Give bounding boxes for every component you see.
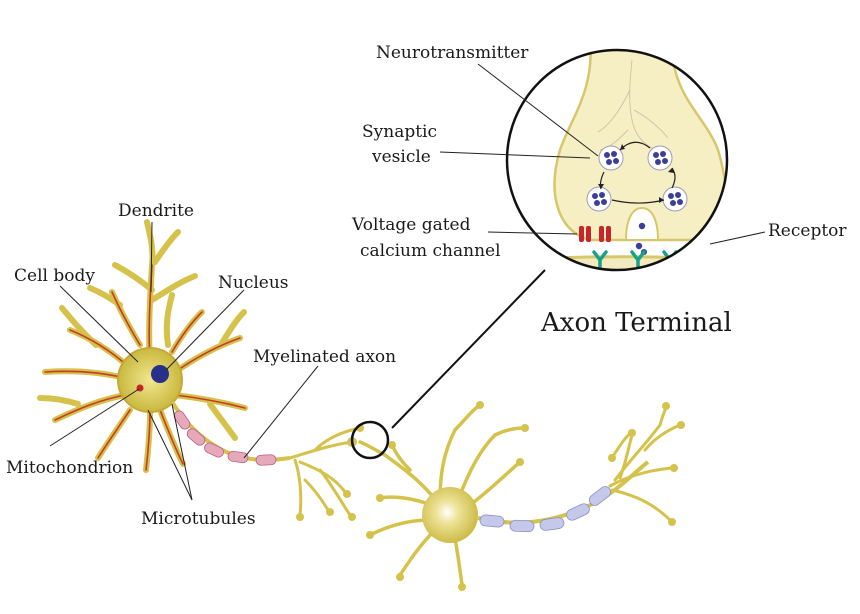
leader-lines (49, 63, 766, 501)
label-microtubules: Microtubules (141, 509, 256, 529)
right-cell-body (422, 487, 478, 543)
nucleus (151, 365, 169, 383)
label-synaptic-vesicle-line2: vesicle (371, 147, 431, 167)
right-myelin (477, 460, 650, 533)
label-receptor: Receptor (768, 221, 847, 241)
left-dendrites (37, 219, 248, 473)
label-axon-terminal: Axon Terminal (540, 308, 732, 338)
labels: Neurotransmitter Synaptic vesicle Voltag… (6, 43, 847, 529)
label-nucleus: Nucleus (218, 273, 289, 293)
label-mitochondrion: Mitochondrion (6, 458, 133, 478)
label-myelinated-axon: Myelinated axon (253, 347, 396, 367)
right-neuron (358, 401, 685, 591)
label-synaptic-vesicle-line1: Synaptic (362, 122, 437, 142)
label-vgcc-line1: Voltage gated (351, 215, 471, 235)
label-cell-body: Cell body (14, 266, 95, 286)
label-neurotransmitter: Neurotransmitter (376, 43, 529, 63)
label-vgcc-line2: calcium channel (360, 241, 501, 261)
zoom-circle (505, 48, 729, 272)
axon-terminals-left (288, 426, 362, 517)
cell-body (117, 347, 183, 413)
zoom-source-circle (350, 420, 390, 460)
magnified-terminal (507, 50, 727, 270)
myelinated-axon (170, 400, 291, 466)
synaptic-vesicles (586, 145, 688, 212)
label-dendrite: Dendrite (118, 201, 194, 221)
calcium-channels (579, 226, 611, 242)
left-neuron (37, 219, 364, 521)
